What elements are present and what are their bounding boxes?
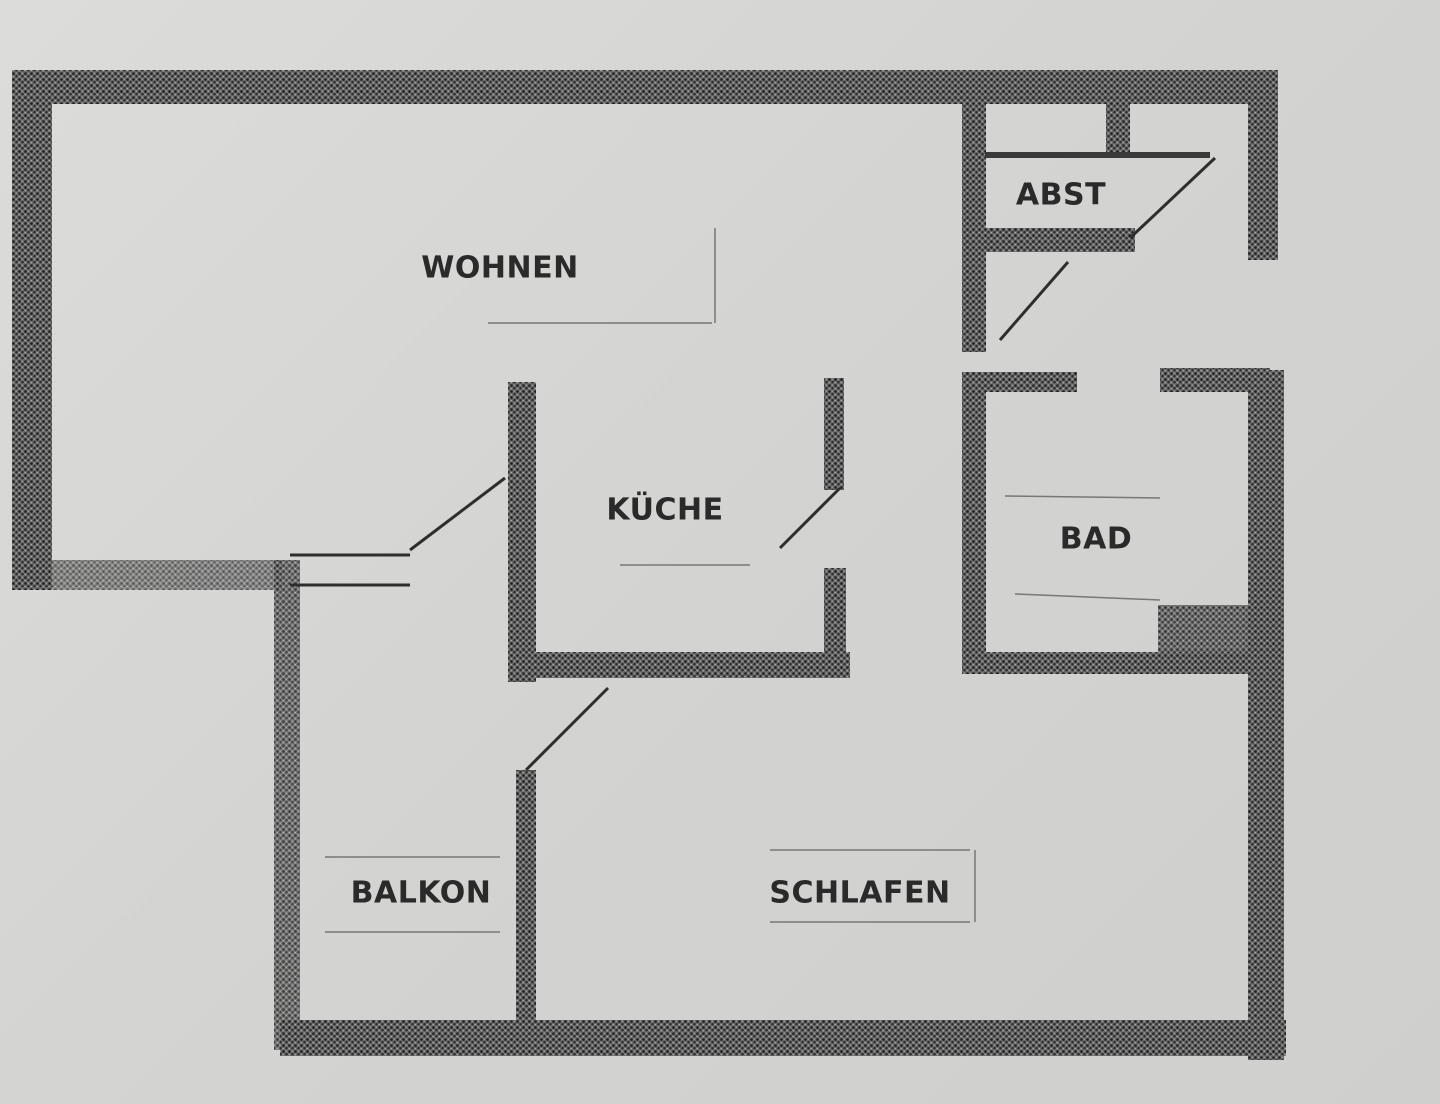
room-label-kueche: KÜCHE: [606, 492, 724, 528]
label-guides: [325, 228, 1161, 933]
door-swings: [290, 156, 1217, 772]
room-label-abst: ABST: [1015, 177, 1107, 213]
room-label-balkon: BALKON: [350, 875, 492, 911]
walls: [12, 70, 1286, 1060]
room-label-bad: BAD: [1059, 521, 1133, 557]
room-label-schlafen: SCHLAFEN: [769, 875, 951, 911]
room-label-wohnen: WOHNEN: [421, 250, 579, 286]
